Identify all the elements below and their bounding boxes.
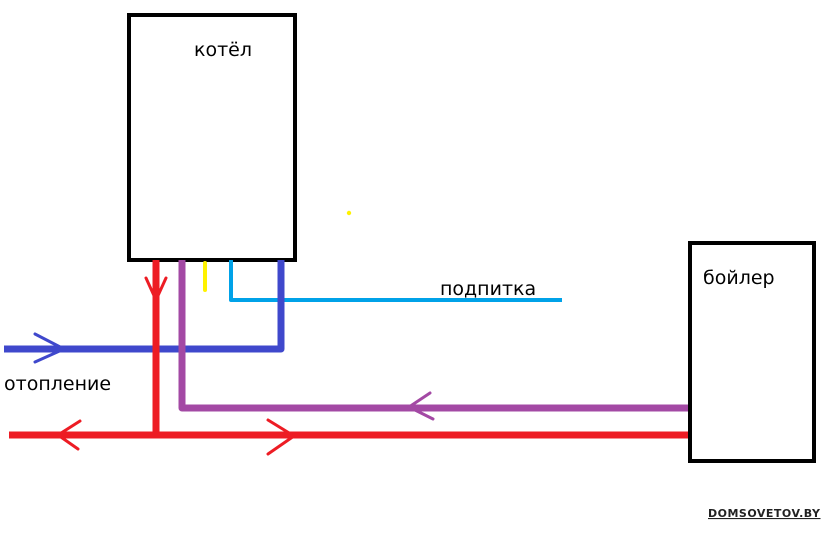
supply-left-arrow	[56, 419, 82, 451]
watermark: DOMSOVETOV.BY	[708, 507, 821, 520]
water-heater-box	[688, 241, 816, 463]
boiler-unit-box	[127, 13, 297, 262]
yellow-dot	[346, 210, 352, 216]
heating-return-pipe	[4, 260, 285, 353]
supply-right-arrow	[266, 418, 296, 456]
heating-label: отопление	[4, 373, 111, 395]
makeup-label: подпитка	[440, 278, 536, 300]
makeup-pipe	[229, 260, 562, 302]
water-heater-label: бойлер	[703, 267, 775, 289]
boiler-unit-label: котёл	[194, 39, 252, 61]
heating-return-arrow	[33, 332, 66, 364]
dhw-arrow	[407, 391, 435, 421]
dhw-pipe	[178, 260, 688, 412]
supply-down-arrow	[144, 276, 168, 302]
